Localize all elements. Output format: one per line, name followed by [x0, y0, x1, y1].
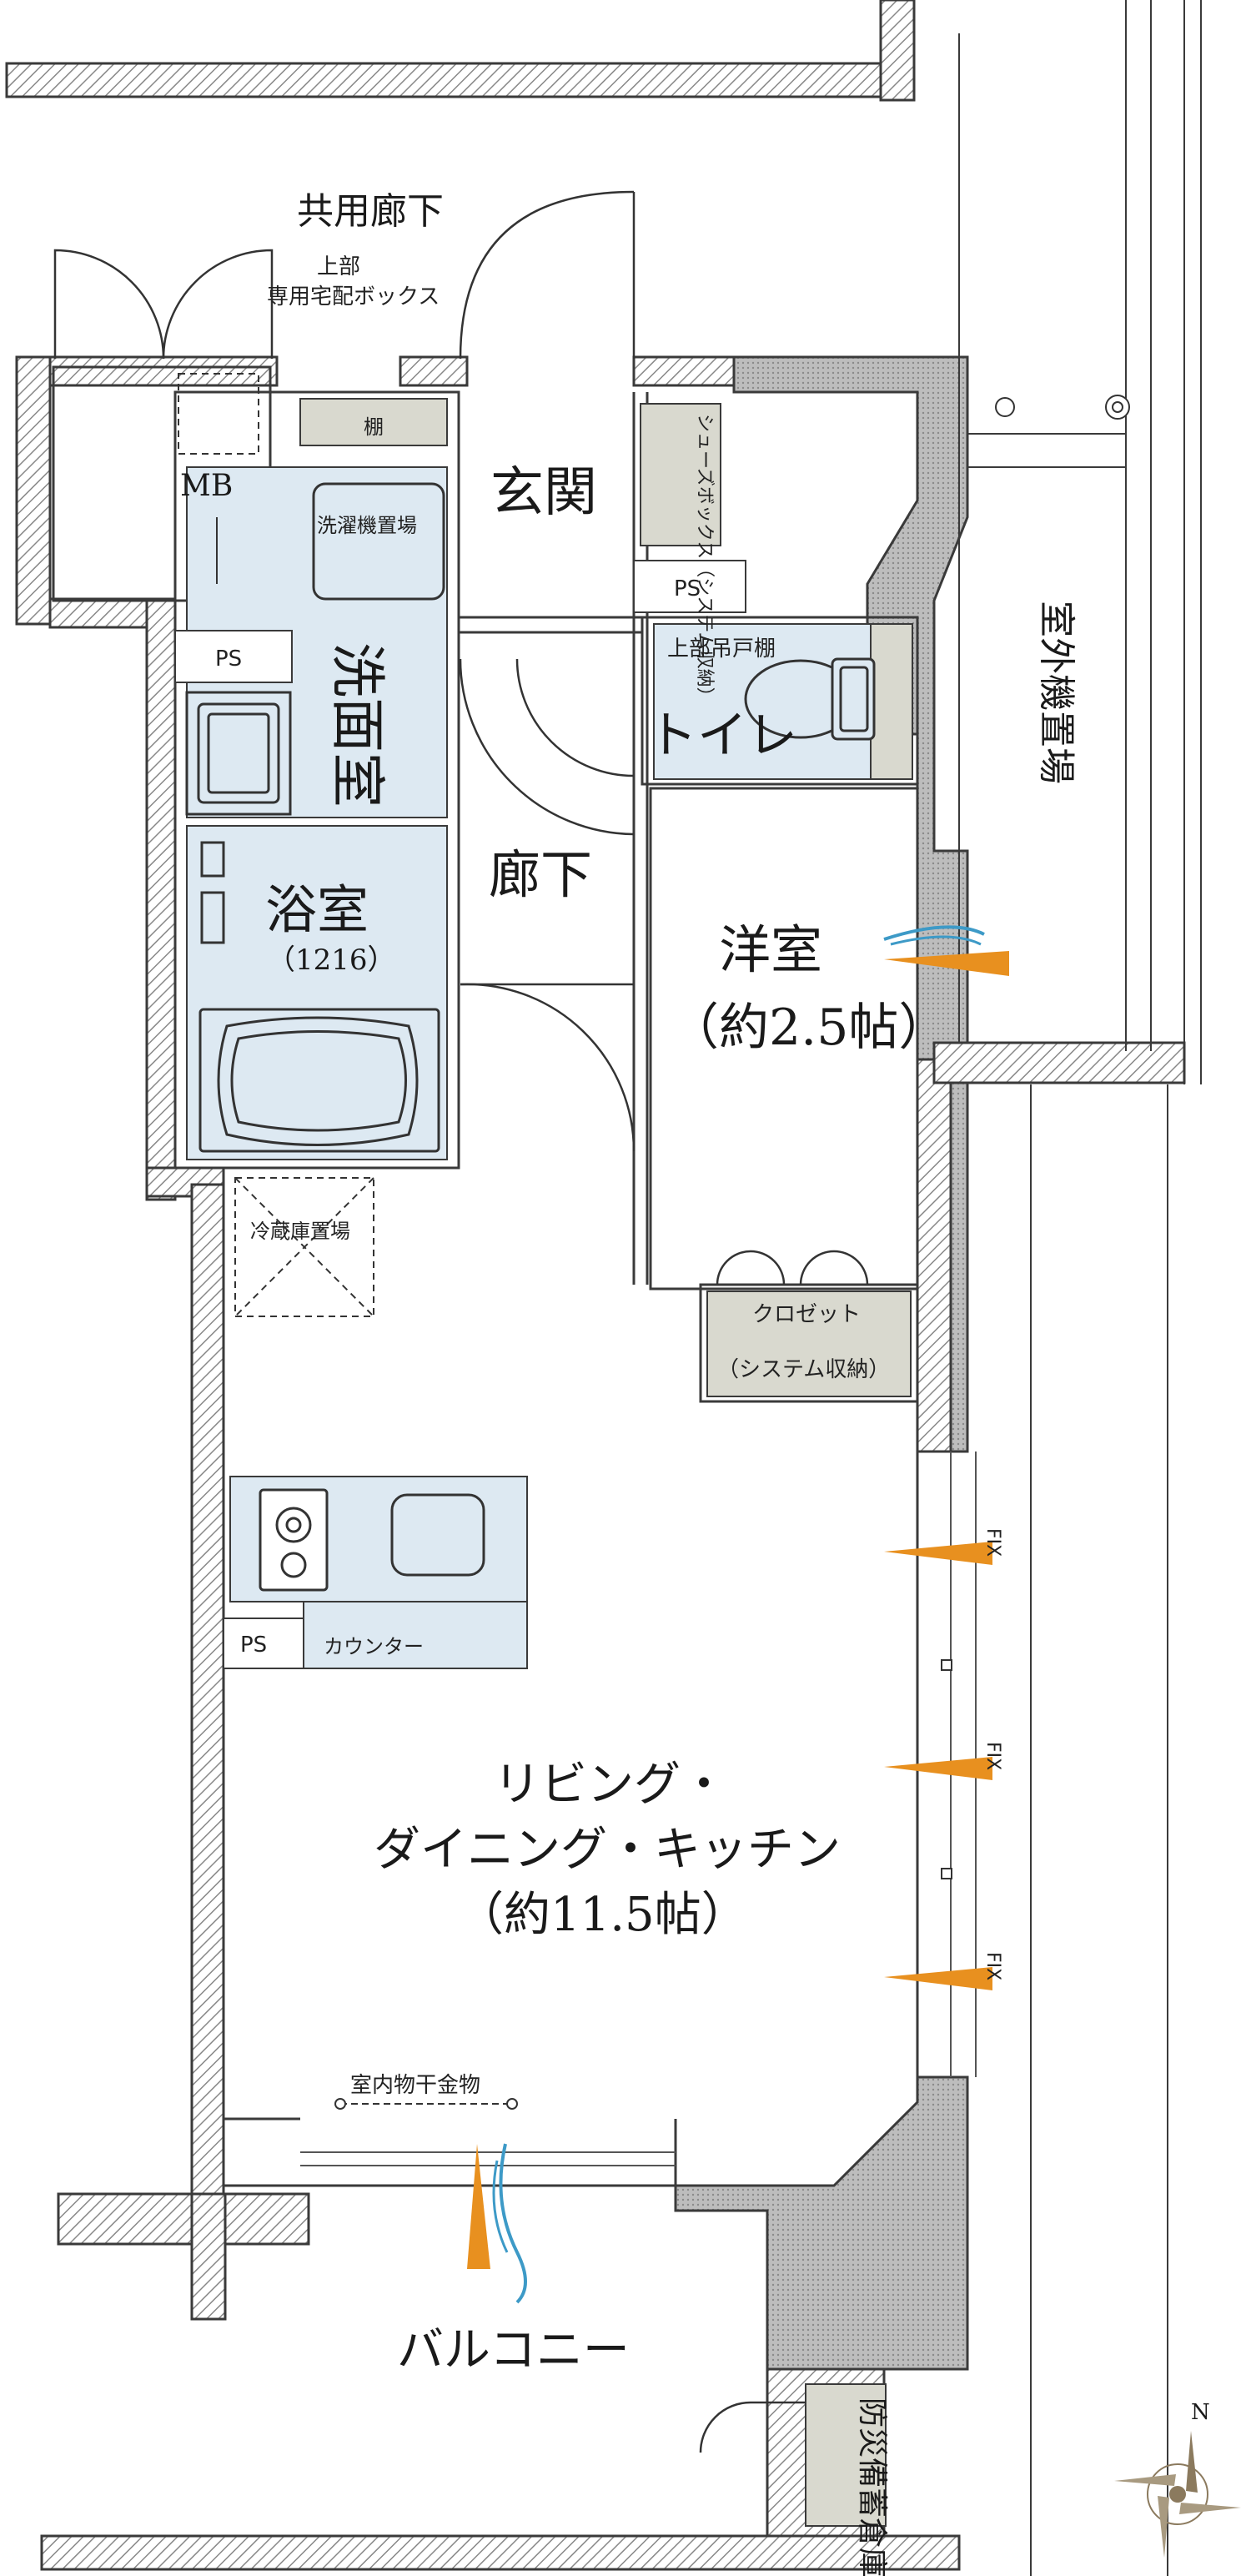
toilet-icon	[744, 657, 876, 741]
outdoor-unit-label: 室外機置場	[1035, 601, 1078, 784]
upper-cabinet-label: 上部吊戸棚	[667, 636, 776, 662]
toilet-label: トイレ	[647, 707, 797, 765]
shelf-label: 棚	[364, 415, 384, 439]
balcony-label: バルコニー	[397, 2323, 630, 2377]
outdoor-unit-area	[958, 0, 1202, 2576]
entrance-label: 玄関	[490, 462, 597, 524]
stove-icon	[259, 1488, 329, 1592]
ldk-label-2: ダイニング・キッチン	[374, 1823, 841, 1877]
ps-left-label: PS	[215, 647, 242, 672]
fix-label-1: FIX	[982, 1528, 1003, 1557]
shoe-box-label: シューズボックス（システム収納）	[694, 414, 715, 706]
wet-areas	[186, 466, 913, 1669]
bathtub-icon	[198, 841, 440, 1153]
drain-icon	[995, 397, 1015, 417]
ps-boxes	[174, 560, 746, 1669]
disaster-storage-label: 防災備蓄倉庫	[855, 2397, 889, 2576]
hallway-label: 廊下	[489, 844, 592, 905]
breeze-arrow-icon	[467, 925, 1009, 2304]
mb-label: MB	[180, 469, 233, 503]
western-room-label: 洋室	[719, 919, 822, 980]
bath-size-label: （1216）	[267, 943, 396, 977]
upper-part-label: 上部	[317, 254, 360, 279]
storage-areas	[299, 398, 913, 2527]
walls	[5, 0, 1186, 2571]
washbasin-icon	[185, 691, 292, 816]
ps-kitchen-label: PS	[240, 1633, 267, 1658]
drain-icon	[1112, 401, 1123, 413]
fridge-label: 冷蔵庫置場	[250, 1220, 350, 1243]
counter-label: カウンター	[324, 1635, 424, 1658]
north-label: N	[1191, 2400, 1210, 2425]
closet-label-1: クロゼット	[752, 1302, 861, 1327]
drying-rack	[334, 2098, 518, 2110]
fridge-space	[178, 373, 374, 1317]
ps-top-label: PS	[674, 576, 701, 601]
ldk-label-1: リビング・	[494, 1758, 727, 1812]
washer-label: 洗濯機置場	[317, 514, 417, 537]
closet-label-2: （システム収納）	[717, 1357, 890, 1382]
delivery-box-label: 専用宅配ボックス	[267, 284, 440, 309]
drying-rack-label: 室内物干金物	[350, 2073, 480, 2098]
washroom-label: 洗面室	[325, 642, 389, 808]
western-room-size-label: （約2.5帖）	[669, 999, 948, 1057]
fix-label-3: FIX	[982, 1952, 1003, 1980]
doors	[53, 190, 869, 2453]
bathroom-label: 浴室	[265, 879, 369, 940]
fix-label-2: FIX	[982, 1742, 1003, 1770]
corridor-label: 共用廊下	[297, 190, 444, 233]
sink-icon	[390, 1493, 485, 1577]
compass-rose-icon	[1114, 2431, 1241, 2558]
ldk-size-label: （約11.5帖）	[457, 1888, 748, 1942]
washer-tray	[312, 482, 445, 601]
